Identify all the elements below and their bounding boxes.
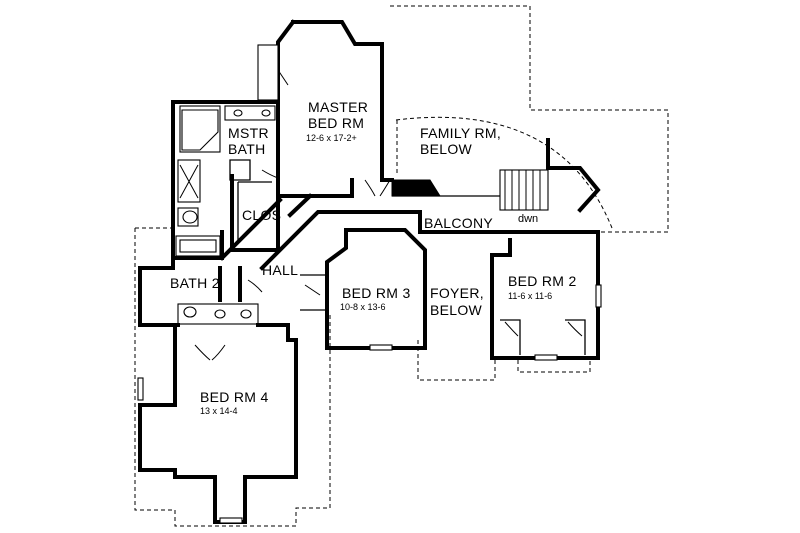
mstr-bath-label-1: MSTR bbox=[228, 125, 269, 141]
hall-label: HALL bbox=[262, 262, 298, 278]
master-bed-dims: 12-6 x 17-2+ bbox=[306, 133, 357, 143]
dashed-outlines bbox=[134, 5, 669, 527]
bath-2 bbox=[138, 226, 270, 327]
bed-room-2 bbox=[490, 230, 602, 361]
foyer-label-1: FOYER, bbox=[430, 285, 484, 301]
bath2-label: BATH 2 bbox=[170, 275, 220, 291]
bed-room-3 bbox=[300, 228, 427, 351]
master-bed-label-2: BED RM bbox=[308, 115, 364, 131]
master-bedroom bbox=[257, 19, 394, 198]
room-labels: MASTER BED RM 12-6 x 17-2+ MSTR BATH FAM… bbox=[170, 99, 577, 416]
family-rm-label-2: BELOW bbox=[420, 141, 473, 157]
mstr-bath-label-2: BATH bbox=[228, 141, 266, 157]
closet bbox=[230, 169, 280, 252]
bed2-label: BED RM 2 bbox=[508, 273, 577, 289]
bed4-dims: 13 x 14-4 bbox=[200, 406, 238, 416]
family-rm-label-1: FAMILY RM, bbox=[420, 125, 501, 141]
bed3-dims: 10-8 x 13-6 bbox=[340, 302, 386, 312]
bed2-dims: 11-6 x 11-6 bbox=[508, 291, 552, 301]
balcony-label: BALCONY bbox=[424, 215, 493, 231]
hall-balcony bbox=[219, 179, 532, 271]
master-bed-label-1: MASTER bbox=[308, 99, 368, 115]
clos-label: CLOS bbox=[242, 207, 281, 223]
master-bath bbox=[171, 100, 280, 230]
foyer-label-2: BELOW bbox=[430, 302, 483, 318]
bed3-label: BED RM 3 bbox=[342, 285, 411, 301]
stair-label: dwn bbox=[518, 213, 538, 225]
bed4-label: BED RM 4 bbox=[200, 389, 269, 405]
stair bbox=[499, 138, 601, 213]
bed-room-4 bbox=[137, 323, 298, 524]
